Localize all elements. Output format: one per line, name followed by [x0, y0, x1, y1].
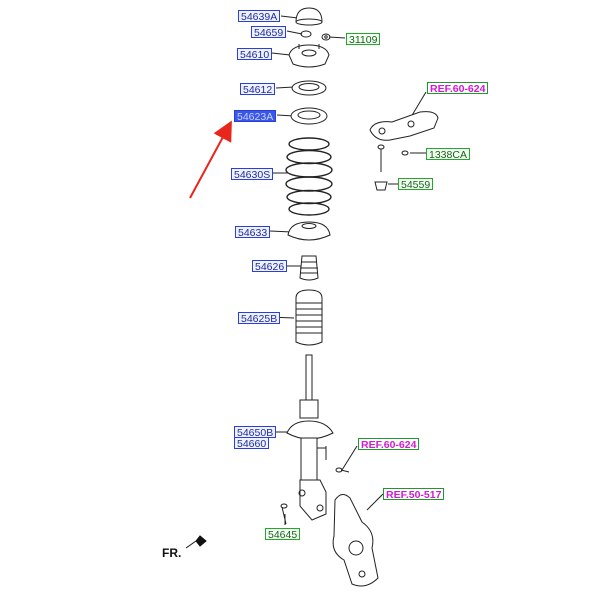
part-label-54650B[interactable]: 54650B [234, 426, 277, 439]
part-label-54610[interactable]: 54610 [237, 48, 273, 61]
part-label-54660[interactable]: 54660 [234, 437, 270, 450]
part-label-54645[interactable]: 54645 [265, 528, 301, 541]
part-label-54659[interactable]: 54659 [251, 26, 287, 39]
ref-label-60-624-top[interactable]: REF.60-624 [427, 82, 489, 95]
part-label-54623A-highlighted[interactable]: 54623A [234, 110, 277, 123]
part-label-54633[interactable]: 54633 [235, 226, 271, 239]
ref-label-50-517[interactable]: REF.50-517 [383, 488, 445, 501]
part-label-54626[interactable]: 54626 [252, 260, 288, 273]
part-label-1338CA[interactable]: 1338CA [426, 148, 470, 161]
front-direction-label: FR. [162, 546, 182, 560]
part-label-54625B[interactable]: 54625B [238, 312, 281, 325]
ref-label-60-624-mid[interactable]: REF.60-624 [358, 438, 420, 451]
part-label-31109[interactable]: 31109 [346, 33, 381, 46]
highlight-pointer-arrow [189, 120, 232, 199]
part-label-54630S[interactable]: 54630S [231, 168, 274, 181]
part-label-54612[interactable]: 54612 [240, 83, 276, 96]
part-label-54559[interactable]: 54559 [398, 178, 434, 191]
part-label-54639A[interactable]: 54639A [238, 10, 281, 23]
